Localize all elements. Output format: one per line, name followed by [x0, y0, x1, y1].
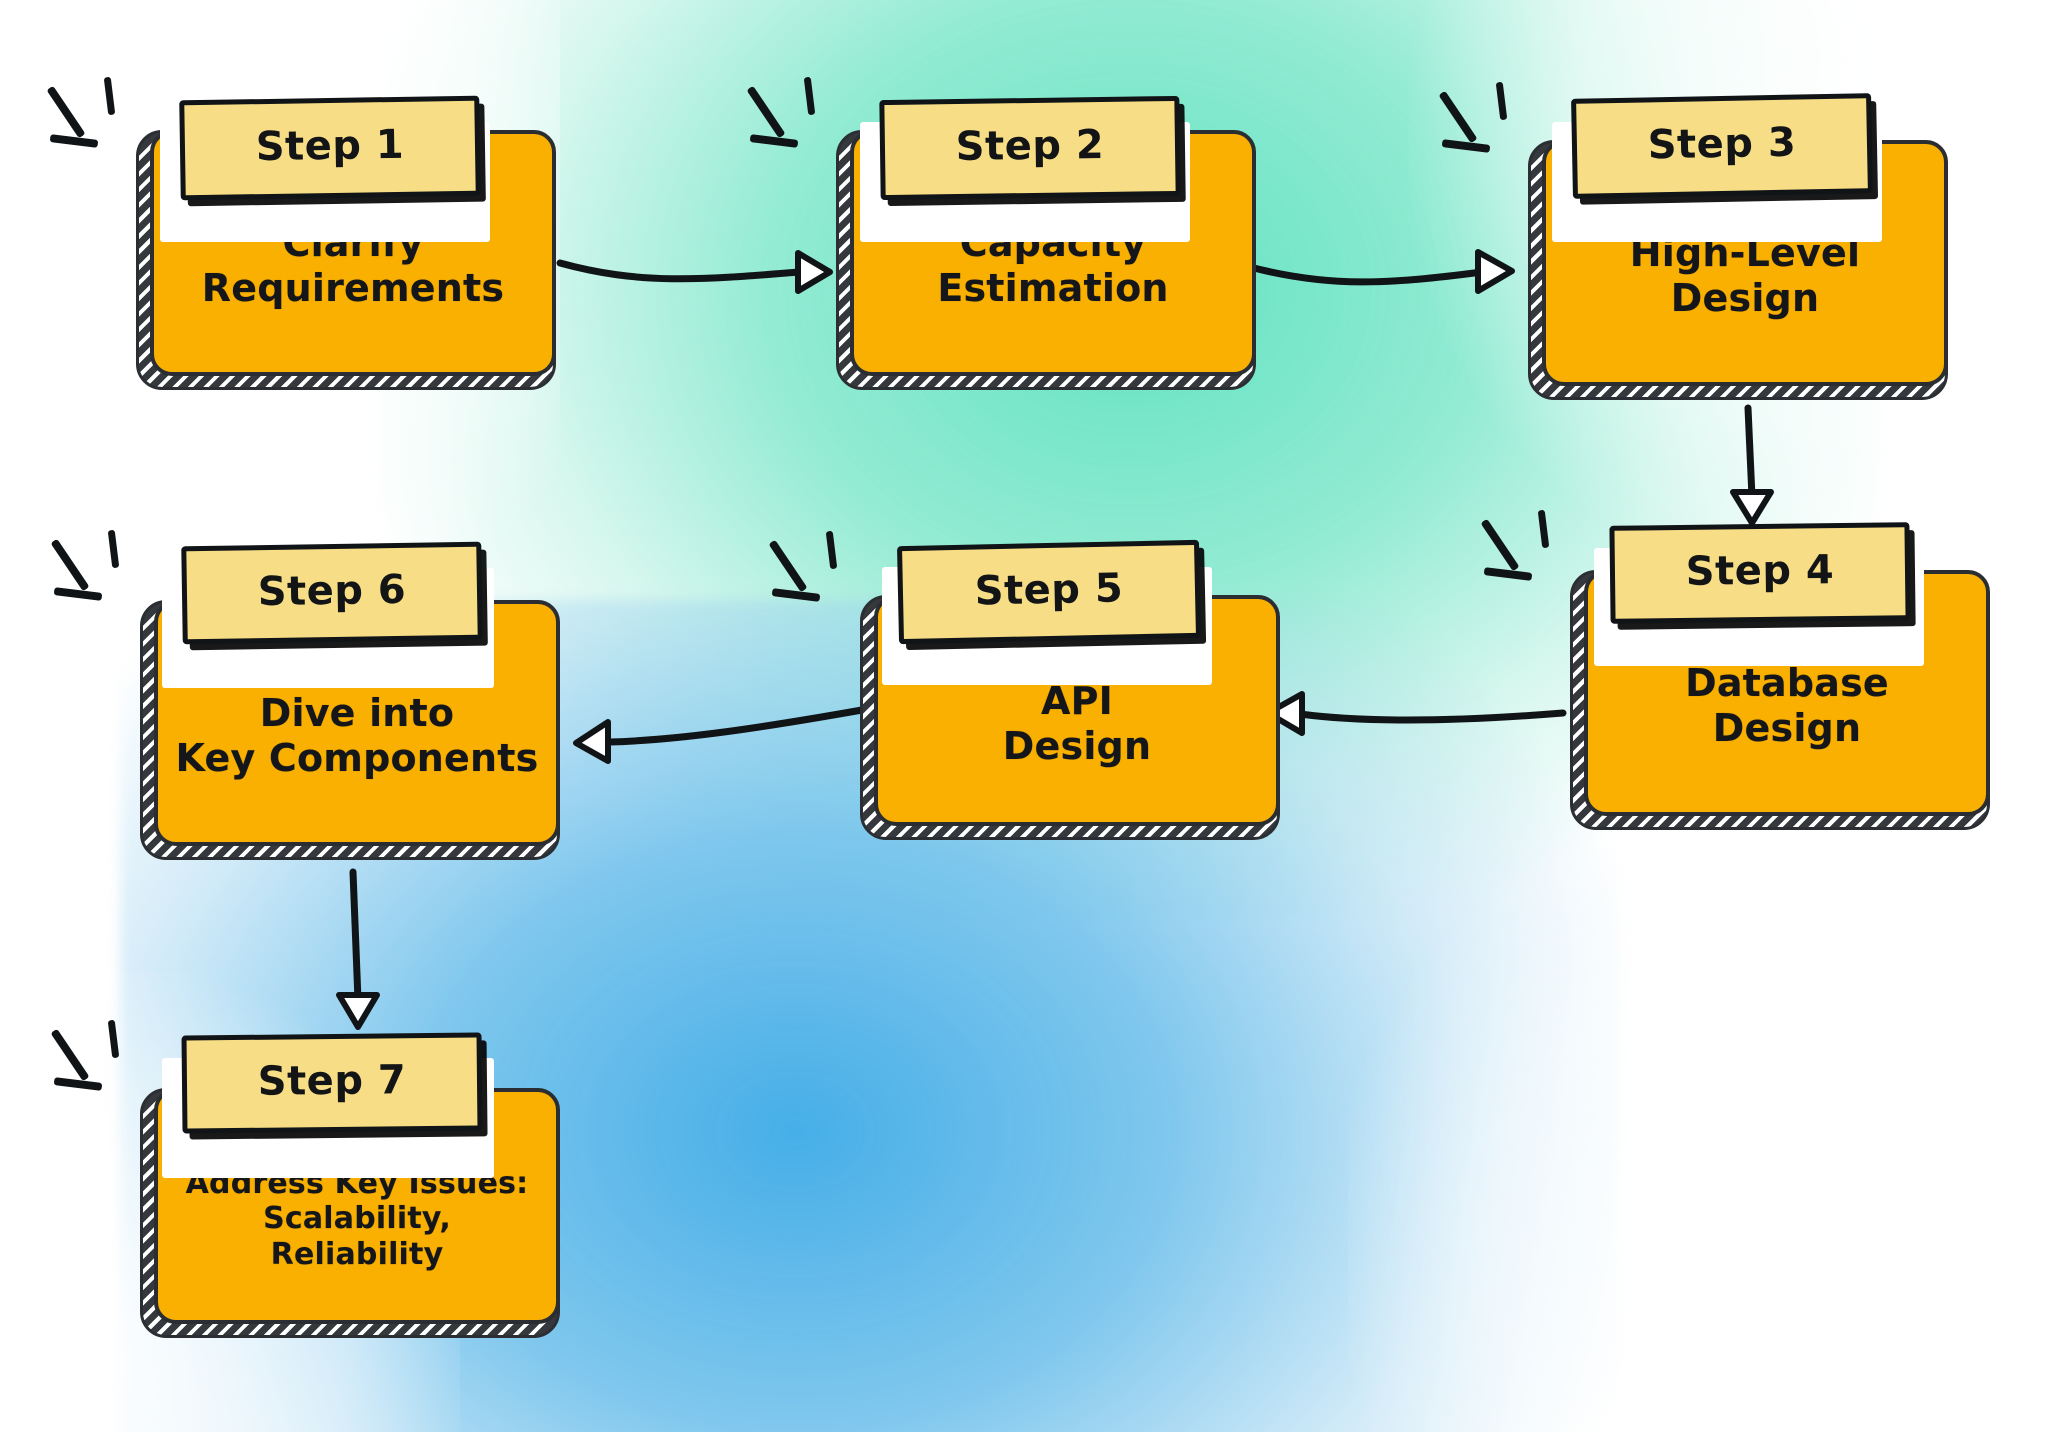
step-tag-label: Step 7: [257, 1057, 407, 1105]
step-tag-label: Step 4: [1685, 547, 1835, 595]
step-tag: Step 7: [181, 1032, 483, 1134]
step-tag: Step 2: [879, 95, 1181, 201]
node-step6[interactable]: Dive into Key Components Step 6: [50, 529, 560, 860]
node-step4[interactable]: Database Design Step 4: [1480, 509, 1990, 830]
node-label: Dive into Key Components: [175, 691, 539, 780]
node-step7[interactable]: Address Key Issues: Scalability, Reliabi…: [50, 1019, 560, 1338]
arrow-step4-to-step5: [1265, 691, 1567, 736]
arrow-step3-to-step4: [1730, 404, 1774, 526]
node-label: Address Key Issues: Scalability, Reliabi…: [185, 1165, 529, 1272]
step-tag: Step 6: [181, 541, 483, 645]
arrow-step1-to-step2: [556, 250, 833, 294]
node-step1[interactable]: Clarify Requirements Step 1: [46, 76, 556, 390]
step-tag: Step 4: [1609, 522, 1911, 624]
step-tag: Step 3: [1571, 93, 1873, 199]
node-label: API Design: [1002, 678, 1152, 768]
background-white-bottom-right: [1348, 792, 2048, 1432]
step-tag-label: Step 5: [974, 565, 1124, 615]
step-tag-label: Step 3: [1647, 119, 1797, 169]
step-tag: Step 1: [179, 95, 481, 201]
step-tag-label: Step 6: [257, 566, 407, 616]
arrow-step5-to-step6: [573, 706, 866, 764]
arrow-step6-to-step7: [336, 868, 380, 1030]
step-tag-label: Step 1: [255, 121, 405, 171]
node-step5[interactable]: API Design Step 5: [768, 530, 1280, 840]
arrow-step2-to-step3: [1246, 249, 1515, 294]
node-step3[interactable]: High-Level Design Step 3: [1438, 81, 1948, 400]
node-step2[interactable]: Capacity Estimation Step 2: [746, 76, 1256, 390]
step-tag: Step 5: [897, 539, 1201, 645]
node-label: Database Design: [1685, 661, 1889, 750]
step-tag-label: Step 2: [955, 121, 1105, 171]
node-label: High-Level Design: [1629, 231, 1861, 320]
